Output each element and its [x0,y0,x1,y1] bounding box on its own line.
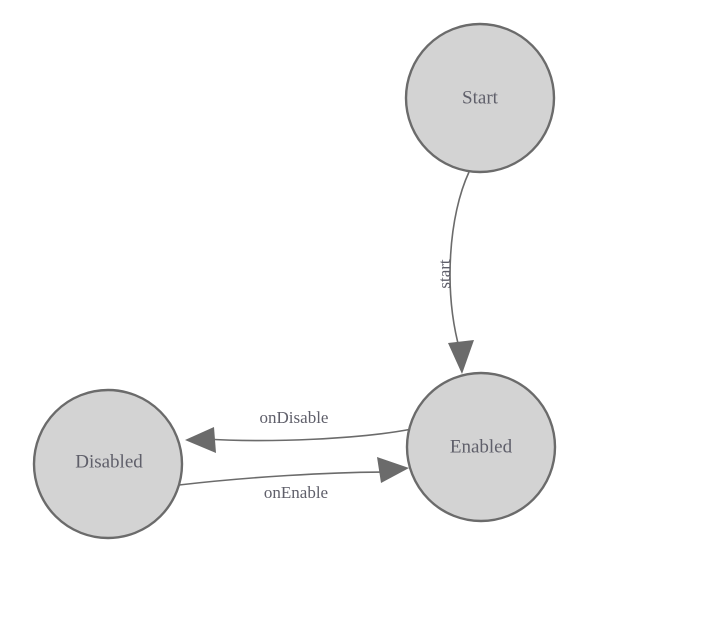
edge-disabled-to-enabled-path [178,471,390,486]
edge-disabled-to-enabled: onEnable [178,457,409,502]
edge-disabled-to-enabled-label: onEnable [264,483,328,502]
node-enabled-circle[interactable] [405,371,557,523]
edge-enabled-to-disabled-arrowhead [185,427,216,453]
edge-disabled-to-enabled-arrowhead [377,457,409,483]
node-start-circle[interactable] [404,22,556,174]
edge-enabled-to-disabled: onDisable [185,408,413,453]
node-disabled-circle[interactable] [32,388,184,540]
node-start-label: Start [462,87,499,108]
edge-start-to-enabled-arrowhead [448,340,474,374]
node-disabled-label: Disabled [75,451,143,472]
edge-start-to-enabled-path [449,171,470,352]
node-enabled[interactable]: Enabled [405,371,557,523]
node-start[interactable]: Start [404,22,556,174]
node-enabled-label: Enabled [450,436,513,457]
node-disabled[interactable]: Disabled [32,388,184,540]
edge-start-to-enabled-label: start [435,259,454,289]
edge-enabled-to-disabled-label: onDisable [260,408,329,427]
edge-start-to-enabled: start [435,171,474,374]
edge-enabled-to-disabled-path [204,428,413,442]
